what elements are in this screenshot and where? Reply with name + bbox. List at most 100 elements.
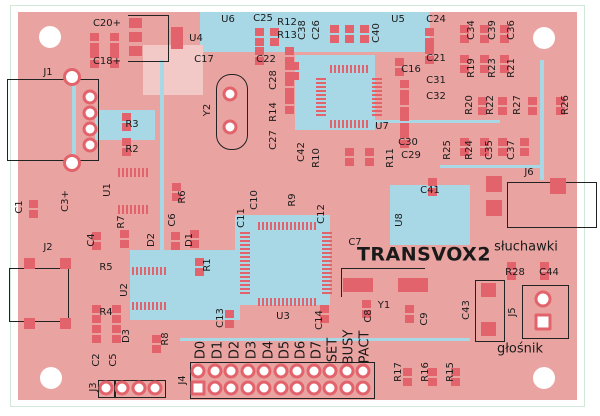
refdes-label: R6	[177, 190, 188, 204]
refdes-label: U4	[189, 33, 203, 44]
u3-pins	[322, 232, 332, 294]
refdes-label: C4	[86, 233, 97, 247]
refdes-label: C37	[506, 140, 517, 160]
smd-pad	[285, 57, 294, 65]
smd-pad	[345, 148, 354, 156]
refdes-label: C7	[348, 237, 362, 248]
refdes-label: R21	[506, 58, 517, 78]
refdes-label: C11	[236, 208, 247, 228]
refdes-label: C1	[14, 200, 25, 214]
y2-pin	[222, 86, 238, 102]
smd-pad	[520, 138, 529, 146]
j5-pin	[534, 290, 552, 308]
pad	[550, 178, 566, 194]
j4-pin	[322, 380, 338, 396]
refdes-label: C22	[256, 54, 276, 65]
smd-pad	[500, 35, 509, 43]
j3-pin	[114, 380, 130, 396]
smd-pad	[255, 28, 264, 36]
mounting-hole	[533, 27, 555, 49]
refdes-label: C39	[487, 20, 498, 40]
refdes-label: C6	[167, 213, 178, 227]
smd-pad	[500, 65, 509, 73]
j4-pin	[256, 363, 272, 379]
smd-pad	[460, 148, 469, 156]
smd-pad	[285, 88, 294, 96]
smd-pad	[122, 123, 131, 131]
smd-pad	[400, 107, 409, 115]
refdes-label: U5	[391, 14, 405, 25]
refdes-label: R20	[464, 95, 475, 115]
refdes-label: C2	[91, 353, 102, 367]
j4-pin	[306, 363, 321, 379]
pad	[24, 258, 35, 269]
refdes-label: D3	[121, 328, 132, 344]
refdes-label: C41	[420, 185, 440, 196]
smd-pad	[425, 56, 434, 64]
refdes-label: R9	[287, 193, 298, 207]
refdes-label: C13	[215, 308, 226, 328]
pad	[129, 32, 142, 42]
smd-pad	[400, 130, 409, 138]
u7-pins	[372, 78, 382, 116]
refdes-label: U6	[221, 14, 235, 25]
j4-pin	[207, 363, 222, 379]
smd-pad	[285, 96, 294, 104]
speaker-label: głośnik	[496, 341, 544, 357]
refdes-label: C17	[194, 54, 214, 65]
smd-pad	[270, 38, 279, 46]
refdes-label: U8	[394, 213, 405, 227]
smd-pad	[122, 148, 131, 156]
smd-pad	[360, 35, 369, 43]
smd-pad	[320, 315, 329, 323]
smd-pad	[152, 345, 161, 353]
refdes-label: C26	[311, 20, 322, 40]
pad	[171, 27, 183, 49]
refdes-label: C44	[539, 267, 559, 278]
pad	[481, 322, 496, 336]
smd-pad	[540, 262, 549, 270]
refdes-label: J6	[524, 167, 534, 178]
board-outline	[10, 5, 585, 407]
j5-outline	[522, 285, 569, 339]
smd-pad	[90, 33, 99, 41]
j4-pin	[289, 363, 305, 379]
c43-outline	[475, 280, 505, 342]
j1-pin	[63, 154, 81, 172]
smd-pad	[92, 305, 101, 313]
refdes-label: C38	[297, 20, 308, 40]
smd-pad	[400, 123, 409, 131]
smd-pad	[255, 38, 264, 46]
smd-pad	[451, 368, 460, 376]
refdes-label: R28	[505, 267, 525, 278]
refdes-label: C42	[296, 142, 307, 162]
pin-label-d4: D4	[261, 340, 277, 360]
j4-pin	[289, 380, 305, 396]
smd-pad	[498, 138, 507, 146]
refdes-label: C5	[108, 353, 119, 367]
smd-pad	[405, 315, 414, 323]
smd-pad	[498, 107, 507, 115]
smd-pad	[92, 315, 101, 323]
refdes-label: C20+	[92, 18, 122, 29]
smd-pad	[556, 97, 565, 105]
j4-pin	[190, 363, 206, 379]
smd-pad	[428, 378, 437, 386]
smd-pad	[120, 240, 129, 248]
smd-pad	[285, 47, 294, 55]
smd-pad	[362, 300, 371, 308]
refdes-label: R3	[125, 119, 139, 130]
j4-pin	[322, 363, 338, 379]
j2-outline	[9, 268, 69, 322]
refdes-label: C29	[401, 150, 421, 161]
u1-pins	[118, 205, 148, 214]
mounting-hole	[40, 367, 62, 389]
smd-pad	[345, 158, 354, 166]
smd-pad	[425, 38, 434, 46]
refdes-label: R19	[466, 58, 477, 78]
smd-pad	[480, 138, 489, 146]
j1-pin	[82, 89, 98, 105]
smd-pad	[507, 272, 516, 280]
u1-pins	[118, 168, 148, 177]
j3-pin	[147, 380, 163, 396]
